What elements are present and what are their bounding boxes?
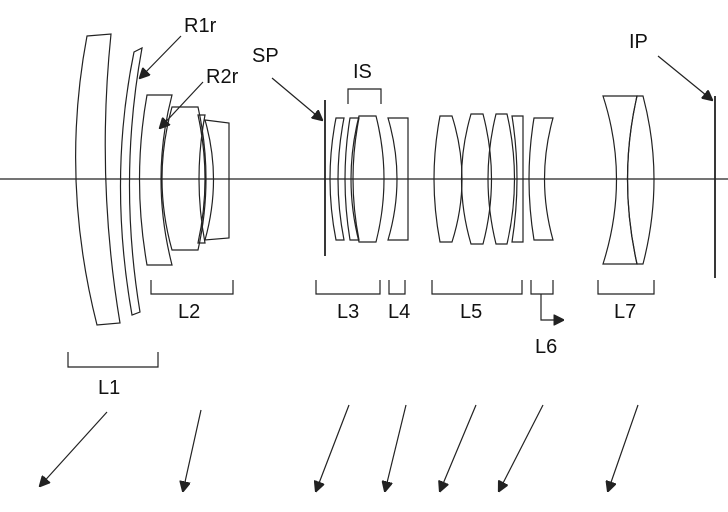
movement-arrow-l5 bbox=[440, 404, 477, 491]
l7-bracket bbox=[597, 280, 655, 295]
label-l6: L6 bbox=[535, 336, 558, 358]
l5-bracket bbox=[431, 280, 523, 295]
movement-arrow-l7 bbox=[608, 404, 639, 491]
lens-element-l6 bbox=[528, 117, 554, 241]
movement-arrow-l2 bbox=[183, 409, 202, 491]
label-r1r: R1r bbox=[184, 15, 217, 37]
label-sp: SP bbox=[252, 45, 279, 67]
label-ip: IP bbox=[629, 31, 648, 53]
lens-element-l3c bbox=[350, 115, 385, 243]
label-l5: L5 bbox=[460, 301, 483, 323]
lens-group-l2 bbox=[138, 94, 230, 266]
lens-group-l5 bbox=[433, 113, 524, 245]
label-is: IS bbox=[353, 61, 372, 83]
movement-arrow-l4 bbox=[385, 404, 407, 491]
movement-arrow-l6 bbox=[499, 404, 544, 491]
lens-element-l5a bbox=[433, 115, 463, 243]
lens-element-l5c bbox=[487, 113, 516, 245]
label-l1: L1 bbox=[98, 377, 121, 399]
movement-arrow-l3 bbox=[316, 404, 350, 491]
label-l4: L4 bbox=[388, 301, 411, 323]
l6-bracket bbox=[530, 280, 554, 295]
l4-bracket bbox=[388, 280, 406, 295]
r2r-arrow bbox=[160, 81, 204, 128]
is-bracket bbox=[347, 88, 382, 104]
movement-arrow-l1 bbox=[40, 411, 108, 486]
lens-element-l3a bbox=[329, 117, 345, 241]
lens-element-l5b bbox=[460, 113, 493, 245]
lens-element-l1b bbox=[119, 46, 143, 316]
lens-element-l4 bbox=[387, 117, 409, 241]
lens-element-l2b bbox=[161, 106, 207, 251]
lens-element-l7b bbox=[626, 95, 655, 265]
l6-arrow bbox=[540, 294, 563, 320]
lens-element-l5d bbox=[511, 115, 524, 243]
label-l7: L7 bbox=[614, 301, 637, 323]
l3-bracket bbox=[315, 280, 381, 295]
label-r2r: R2r bbox=[206, 66, 239, 88]
lens-group-l6 bbox=[528, 117, 554, 241]
lens-group-l7 bbox=[602, 95, 655, 265]
lens-group-l3 bbox=[329, 115, 385, 243]
l1-bracket bbox=[67, 352, 159, 368]
sp-arrow bbox=[271, 77, 322, 120]
label-l2: L2 bbox=[178, 301, 201, 323]
label-l3: L3 bbox=[337, 301, 360, 323]
lens-element-l2c bbox=[197, 114, 206, 244]
r1r-arrow bbox=[140, 35, 182, 78]
lens-element-l2d bbox=[204, 119, 230, 241]
lens-group-l1 bbox=[75, 33, 143, 326]
lens-group-l4 bbox=[387, 117, 409, 241]
lens-element-l1a bbox=[75, 33, 121, 326]
ip-arrow bbox=[657, 55, 712, 100]
l2-bracket bbox=[150, 280, 234, 295]
lens-element-l2a bbox=[138, 94, 173, 266]
